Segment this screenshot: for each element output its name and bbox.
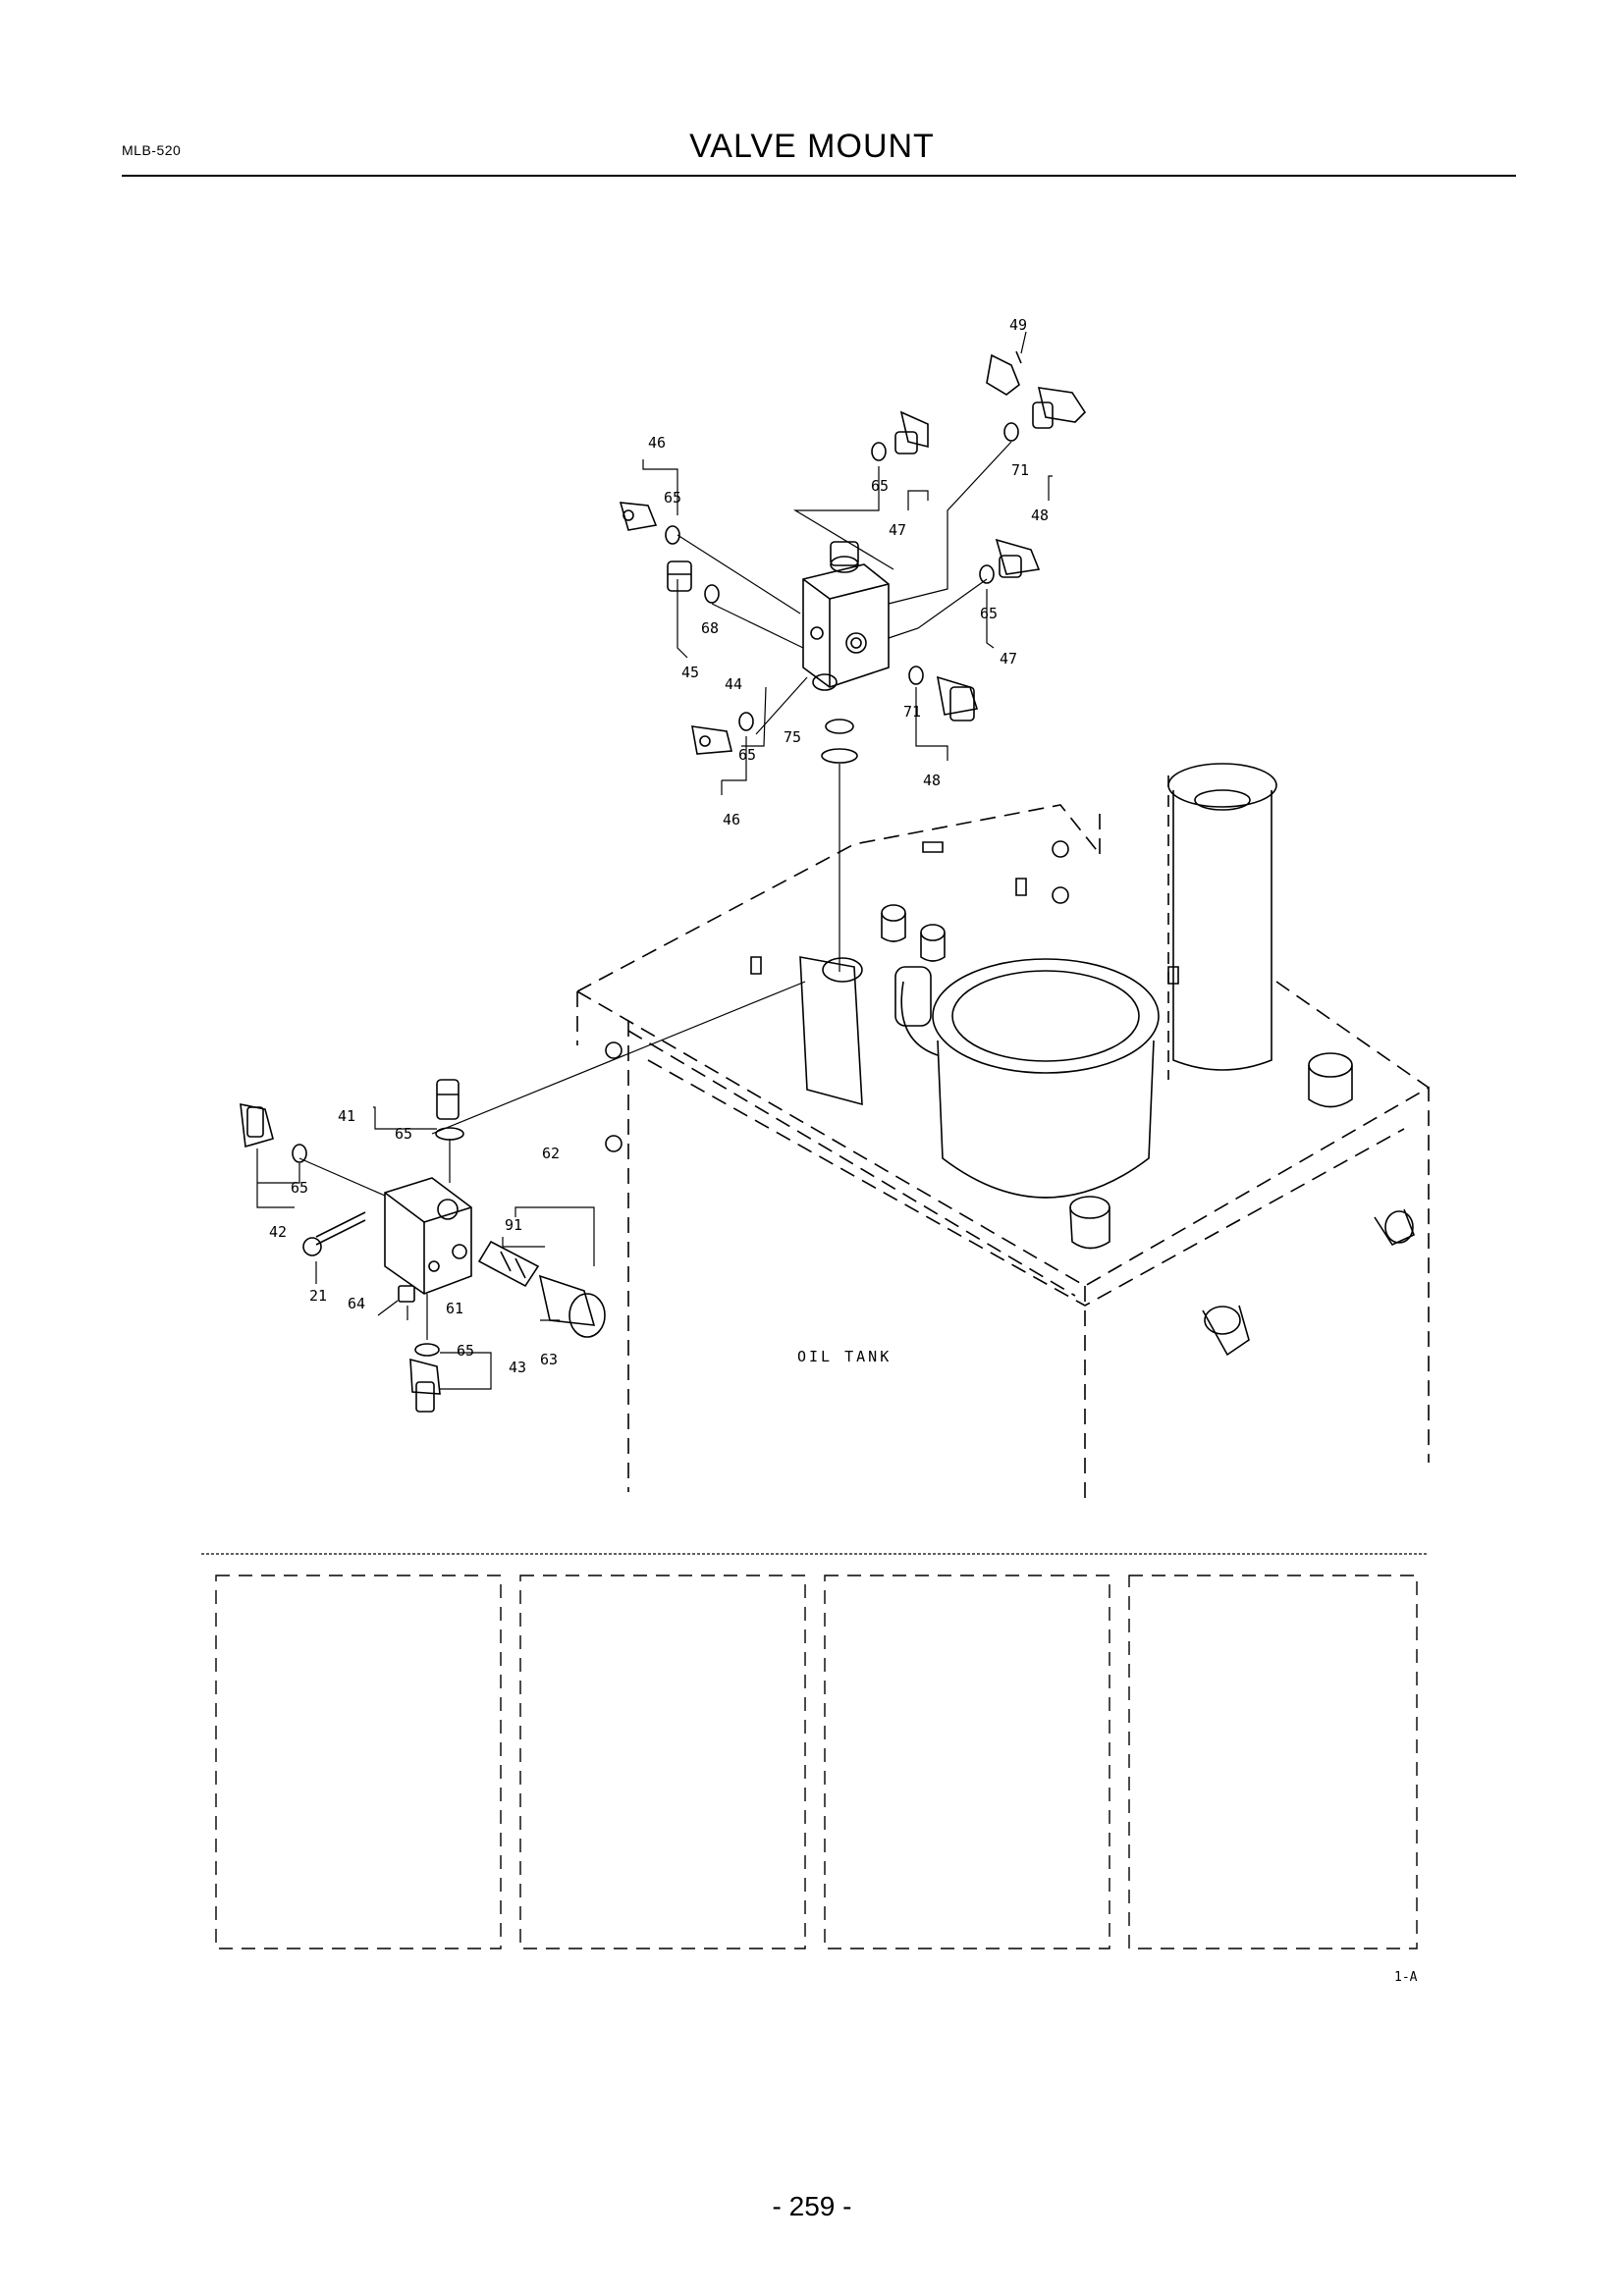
callout-48: 48 [923, 772, 941, 789]
model-number: MLB-520 [122, 142, 182, 158]
callout-48: 48 [1031, 507, 1049, 524]
callout-41: 41 [338, 1107, 355, 1125]
callout-21: 21 [309, 1287, 327, 1305]
mounting-bracket [799, 956, 863, 1106]
oil-tank-label: OIL TANK [797, 1348, 892, 1365]
valve-block-44 [802, 541, 890, 734]
callout-65: 65 [871, 477, 889, 495]
drawing-reference: 1-A [1394, 1970, 1418, 1985]
header-rule [122, 175, 1516, 177]
tank-flange [894, 958, 1160, 1199]
callout-47: 47 [889, 521, 906, 539]
page-title: VALVE MOUNT [689, 128, 935, 165]
part-box-2 [519, 1575, 806, 1949]
callout-91: 91 [505, 1216, 522, 1234]
callout-46: 46 [648, 434, 666, 452]
callout-65: 65 [457, 1342, 474, 1360]
callout-61: 61 [446, 1300, 463, 1317]
lower-fittings [240, 1079, 460, 1413]
empty-part-boxes [215, 1575, 1418, 1949]
callout-64: 64 [348, 1295, 365, 1312]
part-box-3 [824, 1575, 1110, 1949]
tank-fittings [605, 840, 1416, 1357]
solenoid-valve-63 [477, 1240, 606, 1338]
callout-44: 44 [725, 675, 742, 693]
callout-68: 68 [701, 619, 719, 637]
callout-46: 46 [723, 811, 740, 828]
page-number: - 259 - [772, 2191, 852, 2221]
o-rings [292, 422, 1019, 1357]
callout-65: 65 [664, 489, 681, 507]
callout-47: 47 [1000, 650, 1017, 667]
callout-42: 42 [269, 1223, 287, 1241]
oil-tank [576, 804, 1430, 1502]
part-box-1 [215, 1575, 502, 1949]
part-box-4 [1128, 1575, 1418, 1949]
callout-65: 65 [395, 1125, 412, 1143]
callout-65: 65 [980, 605, 998, 622]
callout-45: 45 [681, 664, 699, 681]
valve-block-61 [384, 1177, 472, 1295]
callout-71: 71 [903, 703, 921, 721]
return-pipe [1167, 763, 1277, 1080]
callout-71: 71 [1011, 461, 1029, 479]
callout-65: 65 [738, 746, 756, 764]
callout-75: 75 [784, 728, 801, 746]
leader-lines [256, 331, 1053, 1390]
fittings [619, 350, 1087, 755]
callout-43: 43 [509, 1359, 526, 1376]
callout-65: 65 [291, 1179, 308, 1197]
callout-63: 63 [540, 1351, 558, 1368]
callout-62: 62 [542, 1145, 560, 1162]
callout-49: 49 [1009, 316, 1027, 334]
